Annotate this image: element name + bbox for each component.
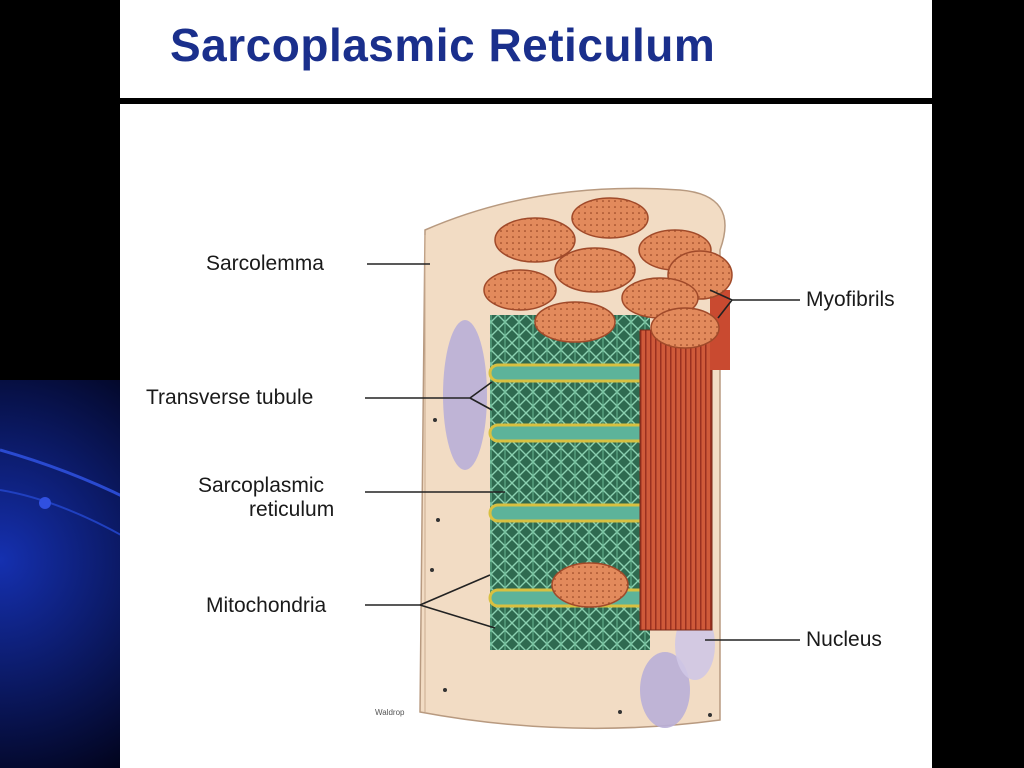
leader-lines [365,263,800,641]
title-divider [120,98,932,104]
nucleus-shape-2 [640,652,690,728]
label-sarcoplasmic-reticulum-2: reticulum [249,498,335,521]
slide-title: Sarcoplasmic Reticulum [170,19,716,71]
label-myofibrils: Myofibrils [806,288,895,311]
muscle-fiber-illustration [365,187,800,730]
label-sarcoplasmic-reticulum-1: Sarcoplasmic [198,474,325,497]
label-nucleus: Nucleus [806,628,882,651]
myofibril-striations [639,290,730,631]
nucleus-shape-1 [443,320,487,470]
label-sarcolemma: Sarcolemma [206,252,324,275]
myofibril-cross-sections [483,197,733,608]
label-transverse-tubule: Transverse tubule [146,386,314,409]
sarcolemma-dots [430,418,712,717]
label-mitochondria: Mitochondria [206,594,327,617]
slide-canvas: Sarcoplasmic Reticulum [120,0,932,768]
illustrator-credit: Waldrop [375,708,405,717]
